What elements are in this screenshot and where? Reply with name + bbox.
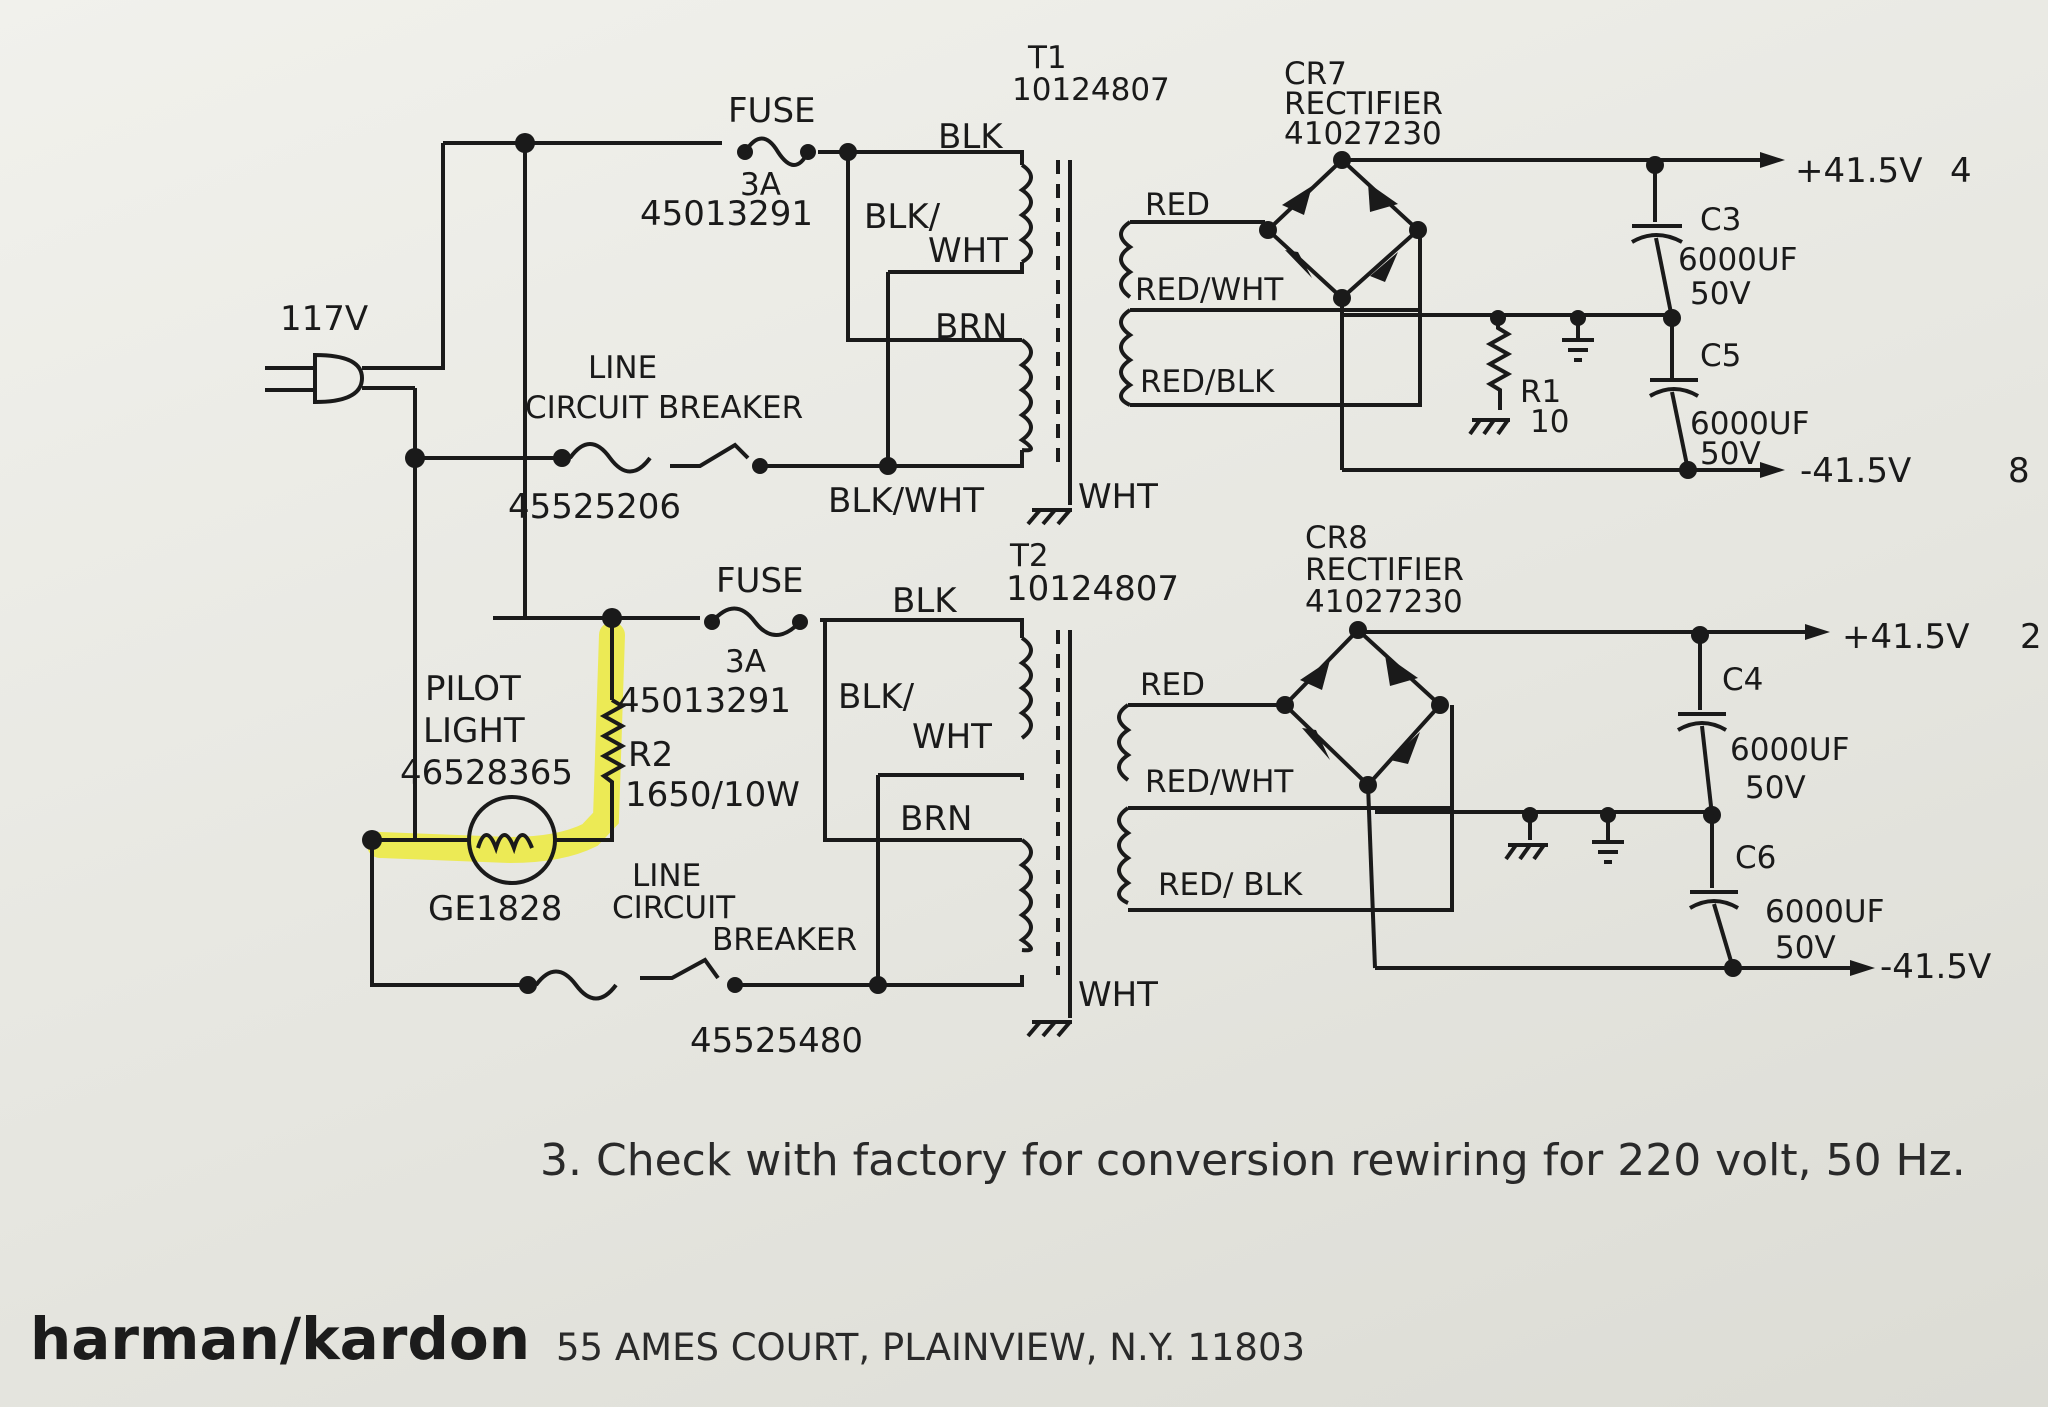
label-redblk-upper: RED/BLK [1140, 364, 1275, 400]
label-blkwht-lower-1: BLK/ [838, 677, 915, 717]
label-fuse-upper-part: 45013291 [640, 194, 813, 234]
label-rectifier-upper: RECTIFIER [1284, 86, 1443, 122]
label-blk-lower: BLK [892, 581, 958, 621]
label-c3-capacitance: 6000UF [1678, 242, 1797, 278]
t1-primary-coils [1018, 160, 1072, 490]
label-line-cb-lower-3: BREAKER [712, 922, 857, 958]
label-cr7: CR7 [1284, 56, 1347, 92]
label-blkwht-upper-1: BLK/ [864, 197, 941, 237]
ground-symbols-lower [1504, 815, 1624, 864]
label-redblk-lower: RED/ BLK [1158, 867, 1303, 903]
schematic-labels: 117V T1 10124807 CR7 RECTIFIER 41027230 … [280, 40, 2042, 1061]
fuse-upper [737, 136, 816, 167]
label-redwht-upper: RED/WHT [1135, 272, 1284, 308]
label-fuse-lower-rating: 3A [725, 644, 766, 680]
label-line-cb-upper-2: CIRCUIT BREAKER [525, 390, 803, 426]
label-t2: T2 [1009, 538, 1049, 574]
label-c6: C6 [1735, 840, 1776, 876]
label-plus-41-5v-lower: +41.5V [1842, 617, 1969, 657]
label-lamp-ge1828: GE1828 [428, 889, 562, 929]
label-c3: C3 [1700, 202, 1741, 238]
fuse-lower [704, 606, 808, 637]
t1-ground [1026, 490, 1072, 526]
label-blkwht-upper-2: WHT [928, 231, 1008, 271]
primary-wiring-lower [362, 133, 1024, 994]
t2-secondary-coils [1117, 703, 1454, 912]
output-rails-upper [1342, 152, 1785, 479]
label-rectifier-lower: RECTIFIER [1305, 552, 1464, 588]
label-edge-2: 2 [2020, 617, 2042, 657]
t2-primary-coils [1018, 630, 1072, 1000]
label-c4-voltage: 50V [1745, 770, 1806, 806]
label-brn-lower: BRN [900, 799, 972, 839]
cr8-bridge-rectifier [1276, 621, 1449, 969]
label-r1-value: 10 [1530, 404, 1569, 440]
label-blkwht-upper-bottom: BLK/WHT [828, 481, 984, 521]
label-fuse-lower-part: 45013291 [618, 681, 791, 721]
label-r2-value: 1650/10W [625, 775, 800, 815]
label-line-cb-lower-2: CIRCUIT [612, 890, 736, 926]
label-minus-41-5v-lower: -41.5V [1880, 947, 1991, 987]
label-cb-upper-part: 45525206 [508, 487, 681, 527]
label-cb-lower-part: 45525480 [690, 1021, 863, 1061]
c6-capacitor [1688, 815, 1740, 969]
label-line-cb-upper-1: LINE [588, 350, 657, 386]
company-address: 55 AMES COURT, PLAINVIEW, N.Y. 11803 [556, 1326, 1306, 1369]
circuit-breaker-upper [553, 442, 768, 474]
ground-symbol-upper [1562, 318, 1594, 362]
label-c5: C5 [1700, 338, 1741, 374]
c4-capacitor [1676, 635, 1728, 816]
label-blkwht-lower-2: WHT [912, 717, 992, 757]
label-red-lower: RED [1140, 667, 1205, 703]
c5-capacitor [1648, 318, 1700, 471]
t1-secondary-coils [1119, 220, 1422, 407]
label-c5-voltage: 50V [1700, 436, 1761, 472]
label-r1: R1 [1520, 374, 1561, 410]
footnote-conversion: 3. Check with factory for conversion rew… [540, 1135, 1966, 1186]
brand-logo-text: harman/kardon [30, 1305, 531, 1373]
label-plus-41-5v-upper: +41.5V [1795, 151, 1922, 191]
label-brn-upper: BRN [935, 307, 1007, 347]
label-pilot-part: 46528365 [400, 753, 573, 793]
label-c3-voltage: 50V [1690, 276, 1751, 312]
label-blk-upper: BLK [938, 117, 1004, 157]
label-c6-capacitance: 6000UF [1765, 894, 1884, 930]
circuit-breaker-lower [519, 957, 743, 1001]
label-t2-part: 10124807 [1006, 569, 1179, 609]
label-r2: R2 [628, 735, 673, 775]
label-edge-8: 8 [2008, 451, 2030, 491]
label-pilot-2: LIGHT [423, 711, 525, 751]
label-t1: T1 [1027, 40, 1067, 76]
label-fuse-upper-rating: 3A [740, 167, 781, 203]
label-fuse-upper: FUSE [728, 91, 816, 131]
label-cr7-part: 41027230 [1284, 116, 1442, 152]
label-line-cb-lower-1: LINE [632, 858, 701, 894]
c3-capacitor [1630, 165, 1683, 319]
label-117v: 117V [280, 299, 368, 339]
label-c6-voltage: 50V [1775, 930, 1836, 966]
label-minus-41-5v-upper: -41.5V [1800, 451, 1911, 491]
r2-resistor [599, 698, 627, 800]
label-edge-4: 4 [1950, 151, 1972, 191]
label-fuse-lower: FUSE [716, 561, 804, 601]
label-cr8: CR8 [1305, 520, 1368, 556]
label-c5-capacitance: 6000UF [1690, 406, 1809, 442]
label-pilot-1: PILOT [425, 669, 521, 709]
label-wht-lower: WHT [1078, 975, 1158, 1015]
label-red-upper: RED [1145, 187, 1210, 223]
label-c4: C4 [1722, 662, 1763, 698]
label-c4-capacitance: 6000UF [1730, 732, 1849, 768]
label-redwht-lower: RED/WHT [1145, 764, 1294, 800]
t2-ground [1026, 1000, 1072, 1038]
label-t1-part: 10124807 [1012, 72, 1170, 108]
label-cr8-part: 41027230 [1305, 584, 1463, 620]
pilot-lamp [368, 795, 557, 885]
primary-wiring-upper [265, 141, 1024, 987]
label-wht-upper: WHT [1078, 477, 1158, 517]
r1-resistor [1468, 318, 1513, 436]
